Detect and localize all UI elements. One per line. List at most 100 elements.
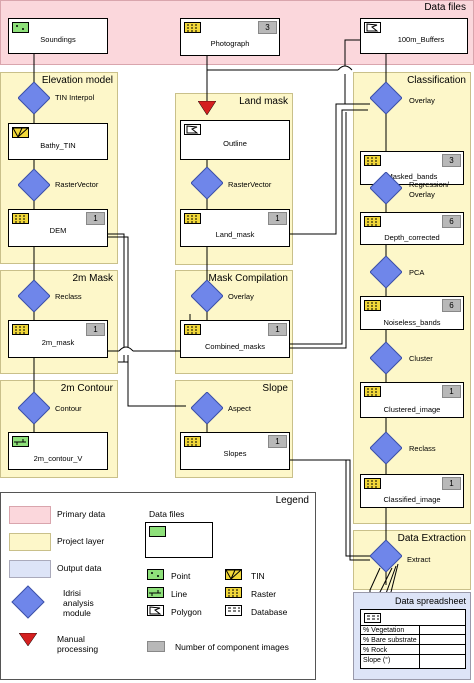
- module-diamond-overlay[interactable]: [370, 82, 402, 114]
- node-masked-bands[interactable]: 3 Masked_bands: [360, 151, 464, 185]
- legend-label: Database: [251, 607, 288, 617]
- module-label: Reclass: [55, 292, 82, 301]
- spreadsheet-table: % Vegetation % Bare substrate % Rock Slo…: [360, 609, 466, 669]
- layer-title: Mask Compilation: [208, 273, 288, 284]
- node-photograph[interactable]: 3 Photograph: [180, 18, 280, 56]
- module-diamond-rastervector[interactable]: [191, 167, 223, 199]
- module-diamond-extract[interactable]: [370, 540, 402, 572]
- legend-count-swatch: [147, 641, 165, 652]
- module-label: Cluster: [409, 354, 433, 363]
- node-label: Photograph: [210, 39, 250, 48]
- module-diamond-overlay[interactable]: [191, 280, 223, 312]
- component-count-badge: 1: [86, 212, 105, 225]
- node-2m-contour-v[interactable]: 2m_contour_V: [8, 432, 108, 470]
- module-label: Contour: [55, 404, 82, 413]
- node-2m-mask[interactable]: 1 2m_mask: [8, 320, 108, 358]
- raster-icon: [12, 324, 29, 335]
- raster-icon: [184, 22, 201, 33]
- module-diamond-cluster[interactable]: [370, 342, 402, 374]
- point-icon: [12, 22, 29, 33]
- module-diamond-contour[interactable]: [18, 392, 50, 424]
- raster-icon: [184, 213, 201, 224]
- spreadsheet-grid-line: [361, 625, 465, 626]
- module-label: RasterVector: [228, 180, 272, 189]
- module-label: TIN Interpol: [55, 93, 95, 102]
- module-label: PCA: [409, 268, 425, 277]
- node-label: 100m_Buffers: [397, 35, 445, 44]
- module-diamond-aspect[interactable]: [191, 392, 223, 424]
- component-count-badge: 3: [442, 154, 461, 167]
- manual-processing-arrow: [198, 101, 216, 115]
- node-land-mask[interactable]: 1 Land_mask: [180, 209, 290, 247]
- layer-title: Land mask: [239, 96, 288, 107]
- raster-icon: [364, 300, 381, 311]
- component-count-badge: 3: [258, 21, 277, 34]
- line-icon: [12, 436, 29, 447]
- raster-icon: [364, 386, 381, 397]
- module-diamond-pca[interactable]: [370, 256, 402, 288]
- layer-title: Classification: [407, 75, 466, 86]
- component-count-badge: 1: [442, 477, 461, 490]
- node-label: Noiseless_bands: [383, 318, 441, 327]
- spreadsheet-row: % Vegetation: [361, 626, 465, 635]
- component-count-badge: 1: [268, 435, 287, 448]
- data-spreadsheet-panel: Data spreadsheet % Vegetation % Bare sub…: [353, 592, 471, 680]
- component-count-badge: 6: [442, 299, 461, 312]
- module-diamond-rastervector[interactable]: [18, 169, 50, 201]
- component-count-badge: 6: [442, 215, 461, 228]
- node-100m-buffers[interactable]: 100m_Buffers: [360, 18, 468, 54]
- node-label: Classified_image: [383, 495, 441, 504]
- component-count-badge: 1: [86, 323, 105, 336]
- legend-label: Polygon: [171, 607, 202, 617]
- legend-label: module: [63, 608, 91, 618]
- spreadsheet-row: % Rock: [361, 646, 465, 655]
- legend-swatch-output: [9, 560, 51, 578]
- node-label: Outline: [223, 139, 247, 148]
- polygon-icon: [147, 605, 164, 616]
- node-label: 2m_mask: [41, 338, 75, 347]
- spreadsheet-row: % Bare substrate: [361, 636, 465, 645]
- node-classified-image[interactable]: 1 Classified_image: [360, 474, 464, 508]
- node-label: 2m_contour_V: [33, 454, 83, 463]
- legend-data-file-box: [145, 522, 213, 558]
- raster-icon: [184, 324, 201, 335]
- node-combined-masks[interactable]: 1 Combined_masks: [180, 320, 290, 358]
- node-noiseless-bands[interactable]: 6 Noiseless_bands: [360, 296, 464, 330]
- module-diamond-reclass[interactable]: [370, 432, 402, 464]
- node-slopes[interactable]: 1 Slopes: [180, 432, 290, 470]
- node-label: Land_mask: [215, 230, 255, 239]
- raster-icon: [225, 587, 242, 598]
- node-bathy-tin[interactable]: Bathy_TIN: [8, 123, 108, 160]
- node-label: Combined_masks: [204, 342, 266, 351]
- spreadsheet-title: Data spreadsheet: [394, 596, 466, 606]
- node-outline[interactable]: Outline: [180, 120, 290, 160]
- module-label: Overlay: [409, 190, 435, 199]
- module-diamond-reclass[interactable]: [18, 280, 50, 312]
- node-clustered-image[interactable]: 1 Clustered_image: [360, 382, 464, 418]
- layer-title: 2m Contour: [60, 383, 113, 394]
- module-label: Aspect: [228, 404, 251, 413]
- database-icon: [225, 605, 242, 616]
- legend-label: Raster: [251, 589, 277, 599]
- component-count-badge: 1: [268, 212, 287, 225]
- module-diamond-tin-interpol[interactable]: [18, 82, 50, 114]
- legend-swatch-primary: [9, 506, 51, 524]
- node-depth-corrected[interactable]: 6 Depth_corrected: [360, 212, 464, 245]
- spreadsheet-column-divider: [419, 625, 420, 668]
- legend-swatch-project: [9, 533, 51, 551]
- legend-label: Point: [171, 571, 191, 581]
- module-diamond-regression-overlay[interactable]: [370, 172, 402, 204]
- raster-icon: [184, 436, 201, 447]
- module-label: Extract: [407, 555, 431, 564]
- legend-module-diamond: [11, 585, 45, 619]
- legend-panel: Legend Primary data Project layer Output…: [0, 492, 316, 680]
- component-count-badge: 1: [442, 385, 461, 398]
- node-soundings[interactable]: Soundings: [8, 18, 108, 54]
- legend-label: Number of component images: [175, 642, 289, 652]
- legend-label: TIN: [251, 571, 265, 581]
- legend-label: Output data: [57, 563, 102, 573]
- layer-title: 2m Mask: [72, 273, 113, 284]
- legend-label: Data files: [149, 509, 185, 519]
- module-label: Regression/: [409, 180, 450, 189]
- node-dem[interactable]: 1 DEM: [8, 209, 108, 247]
